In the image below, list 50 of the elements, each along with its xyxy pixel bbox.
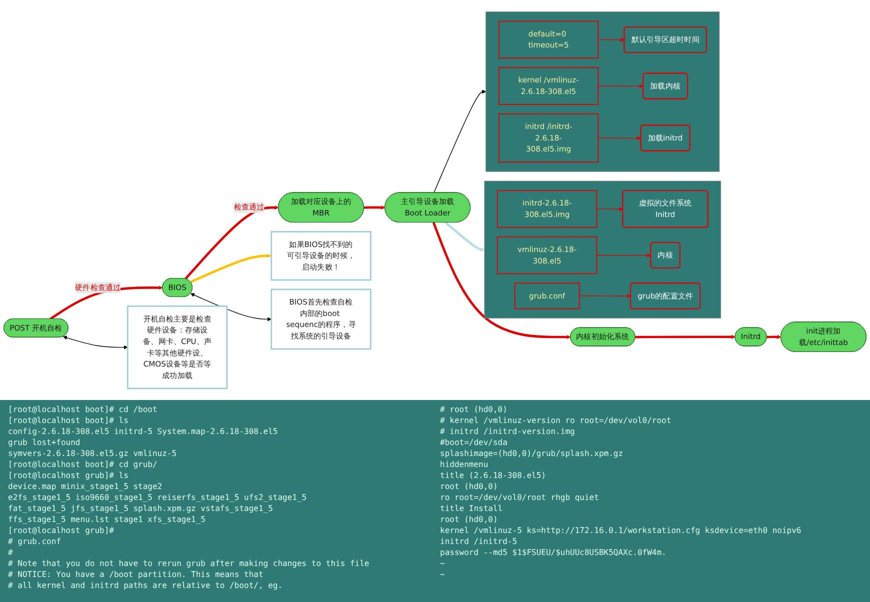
- terminal-line: grub lost+found: [8, 437, 82, 448]
- arrow: [635, 334, 736, 339]
- terminal-line: title (2.6.18-308.el5): [440, 470, 547, 481]
- arrow: [190, 254, 272, 283]
- terminal-line: kernel /vmlinuz-5 ks=http://172.16.0.1/workstation.cfg ksdevice=eth0 noipv6: [440, 525, 802, 536]
- terminal-line: e2fs_stage1_5 iso9660_stage1_5 reiserfs_stage1_5 ufs2_stage1_5: [8, 492, 308, 503]
- arrow: [444, 221, 485, 252]
- arrow: [579, 294, 631, 298]
- terminal-line: root (hd0,0): [440, 481, 499, 492]
- terminal-line: [root@localhost grub]# ls: [8, 470, 130, 481]
- terminal-line: splashimage=(hd0,0)/grub/splash.xpm.gz: [440, 448, 624, 459]
- terminal-line: ~: [440, 569, 446, 580]
- arrow: [184, 205, 279, 280]
- terminal-line: [root@localhost boot]# cd grub/: [8, 459, 158, 470]
- terminal-line: # NOTICE: You have a /boot partition. This means that: [8, 569, 264, 580]
- terminal-line: password --md5 $1$FSUEU/$uhUUc8USBK5QAXc.0fW4m.: [440, 547, 668, 558]
- terminal-line: ro root=/dev/vol0/root rhgb quiet: [440, 492, 600, 503]
- terminal-line: # root (hd0,0): [440, 404, 508, 415]
- arrow: [598, 38, 625, 42]
- terminal-line: title Install: [440, 503, 504, 514]
- terminal-line: #boot=/dev/sda: [440, 437, 508, 448]
- arrow: [434, 89, 486, 193]
- arrow: [596, 206, 624, 212]
- terminal-line: [root@localhost boot]# ls: [8, 415, 130, 426]
- terminal-line: # kernel /vmlinuz-version ro root=/dev/vol0/root: [440, 415, 672, 426]
- terminal-line: device.map minix_stage1_5 stage2: [8, 481, 164, 492]
- terminal-line: config-2.6.18-308.el5 initrd-5 System.map-2.6.18-308.el5: [8, 426, 279, 437]
- terminal-line: [root@localhost boot]# cd /boot: [8, 404, 158, 415]
- arrow: [596, 253, 652, 258]
- arrow: [364, 205, 386, 210]
- terminal-line: fat_stage1_5 jfs_stage1_5 splash.xpm.gz vstafs_stage1_5: [8, 503, 274, 514]
- arrow: [62, 336, 128, 350]
- terminal-line: root (hd0,0): [440, 514, 499, 525]
- terminal-line: [root@localhost grub]#: [8, 525, 115, 536]
- arrow: [432, 222, 571, 339]
- terminal-line: #: [8, 547, 14, 558]
- cluster: [484, 180, 722, 318]
- arrow: [598, 136, 642, 140]
- terminal-line: # initrd /initrd-version.img: [440, 426, 576, 437]
- terminal-line: ~: [440, 558, 446, 569]
- terminal-line: # grub.conf: [8, 536, 62, 547]
- terminal-line: # Note that you do not have to rerun grub after making changes to this file: [8, 558, 370, 569]
- terminal-line: ffs_stage1_5 menu.lst stage1 xfs_stage1_5: [8, 514, 206, 525]
- terminal-line: symvers-2.6.18-308.el5.gz vmlinuz-5: [8, 448, 178, 459]
- terminal-line: hiddenmenu: [440, 459, 490, 470]
- arrow: [598, 84, 644, 88]
- arrow: [766, 334, 782, 339]
- cluster: [486, 11, 720, 172]
- terminal-line: # all kernel and initrd paths are relative to /boot/, eg.: [8, 580, 284, 591]
- terminal-line: initrd /initrd-5: [440, 536, 518, 547]
